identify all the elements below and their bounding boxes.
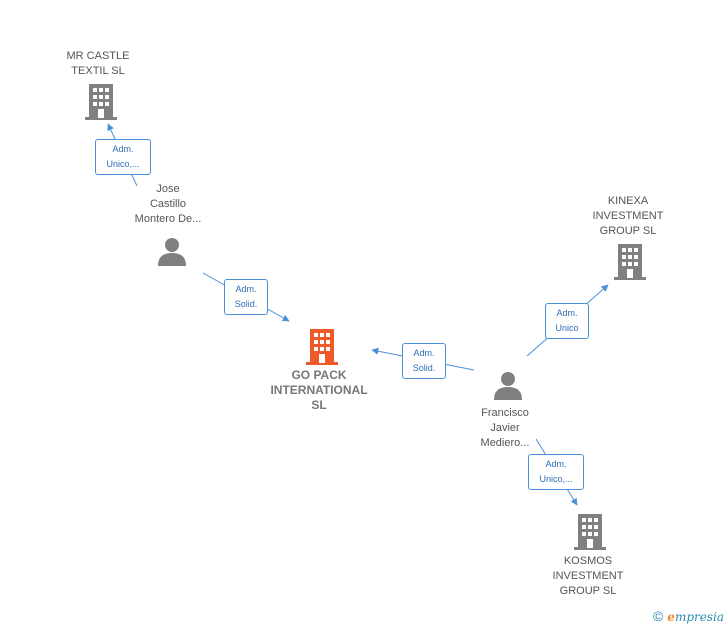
- edge-label-jose-mrcastle[interactable]: Adm. Unico,...: [95, 139, 151, 175]
- node-label-kosmos[interactable]: KOSMOS INVESTMENT GROUP SL: [552, 555, 624, 597]
- node-label-gopack[interactable]: GO PACK INTERNATIONAL SL: [270, 368, 368, 412]
- building-icon[interactable]: [85, 84, 117, 120]
- empresia-watermark: ©empresia: [653, 608, 724, 624]
- building-icon[interactable]: [306, 329, 338, 365]
- building-icon[interactable]: [574, 514, 606, 550]
- edge-label-jose-gopack[interactable]: Adm. Solid.: [224, 279, 268, 315]
- brand-name: mpresia: [674, 610, 724, 624]
- node-label-kinexa[interactable]: KINEXA INVESTMENT GROUP SL: [592, 195, 664, 237]
- node-label-jose[interactable]: Jose Castillo Montero De...: [134, 183, 202, 225]
- node-label-mr-castle[interactable]: MR CASTLE TEXTIL SL: [66, 50, 130, 77]
- edge-label-francisco-gopack[interactable]: Adm. Solid.: [402, 343, 446, 379]
- person-icon[interactable]: [493, 370, 523, 400]
- node-label-francisco[interactable]: Francisco Javier Mediero...: [480, 407, 530, 449]
- brand-initial: e: [667, 610, 675, 624]
- person-icon[interactable]: [157, 236, 187, 266]
- building-icon[interactable]: [614, 244, 646, 280]
- copyright-icon: ©: [652, 608, 664, 624]
- edge-label-francisco-kinexa[interactable]: Adm. Unico: [545, 303, 589, 339]
- edge-label-francisco-kosmos[interactable]: Adm. Unico,...: [528, 454, 584, 490]
